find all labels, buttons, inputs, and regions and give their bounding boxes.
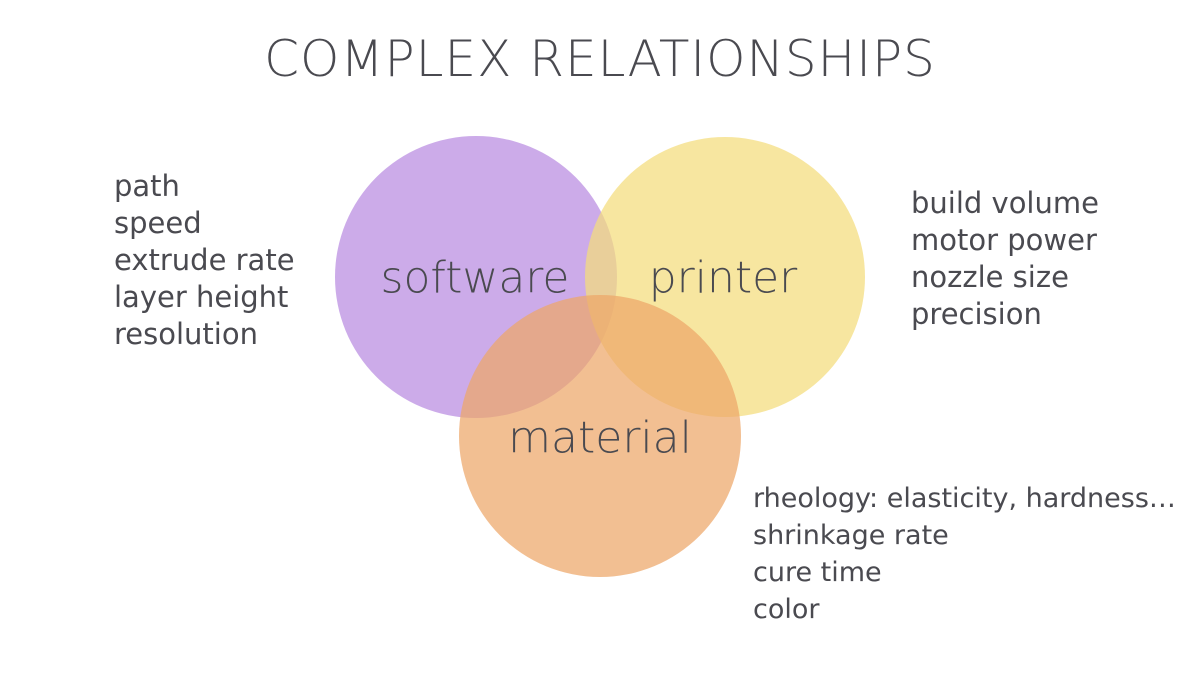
list-item: path xyxy=(114,169,180,203)
page-title: COMPLEX RELATIONSHIPS xyxy=(264,30,936,88)
list-item: rheology: elasticity, hardness… xyxy=(753,483,1176,514)
list-item: color xyxy=(753,594,820,625)
list-item: nozzle size xyxy=(911,260,1069,294)
material-attribute-list: rheology: elasticity, hardness… shrinkag… xyxy=(753,480,1176,628)
material-circle xyxy=(459,295,741,577)
material-label: material xyxy=(508,412,692,464)
list-item: precision xyxy=(911,297,1042,331)
list-item: resolution xyxy=(114,317,258,351)
list-item: extrude rate xyxy=(114,243,295,277)
list-item: layer height xyxy=(114,280,289,314)
list-item: shrinkage rate xyxy=(753,520,949,551)
list-item: build volume xyxy=(911,186,1099,220)
printer-attribute-list: build volume motor power nozzle size pre… xyxy=(911,185,1099,333)
software-label: software xyxy=(380,252,570,304)
list-item: speed xyxy=(114,206,202,240)
software-attribute-list: path speed extrude rate layer height res… xyxy=(114,168,295,353)
printer-label: printer xyxy=(648,252,798,304)
list-item: motor power xyxy=(911,223,1097,257)
list-item: cure time xyxy=(753,557,882,588)
